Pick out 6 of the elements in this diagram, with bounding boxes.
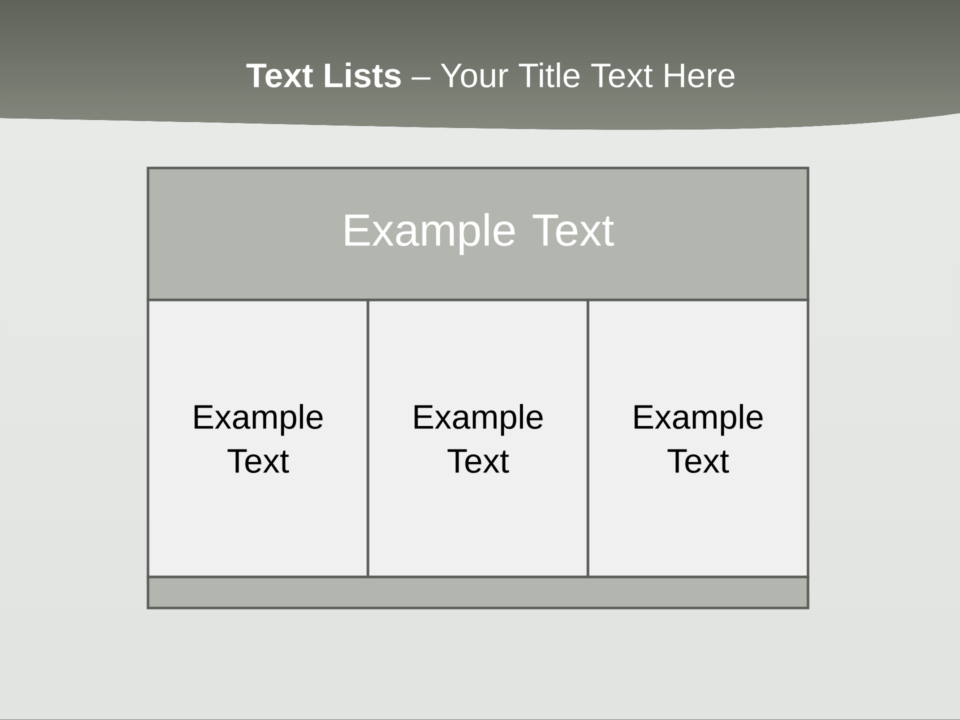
text-box: Example Text <box>366 298 590 578</box>
slide-title: Text Lists – Your Title Text Here <box>246 62 734 88</box>
footer-band <box>146 576 810 610</box>
header-band: Example Text <box>146 166 810 302</box>
text-box: Example Text <box>146 298 370 578</box>
text-box: Example Text <box>586 298 810 578</box>
